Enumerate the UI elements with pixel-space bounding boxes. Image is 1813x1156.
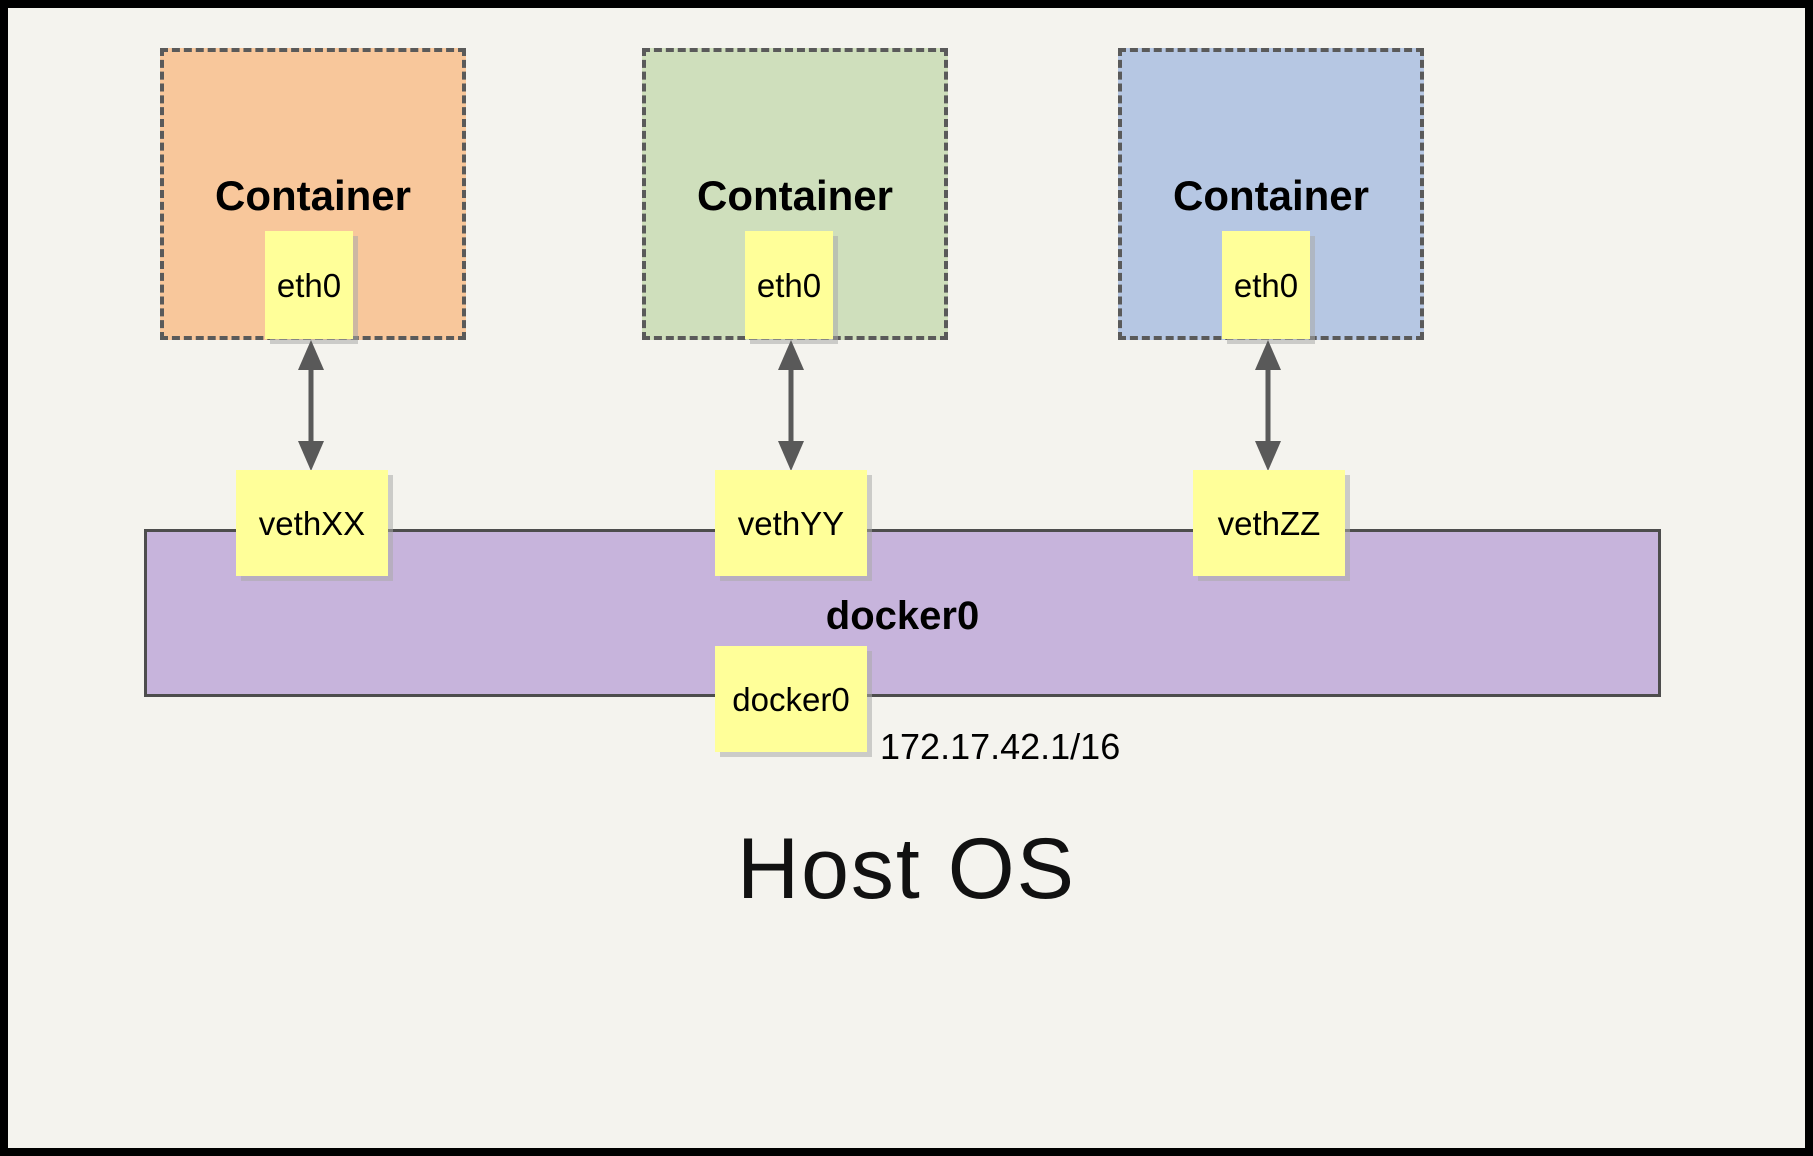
container-title-1: Container <box>214 172 411 219</box>
veth-box-2[interactable]: vethYY <box>715 470 867 576</box>
container-title-3: Container <box>1172 172 1369 219</box>
veth-box-3[interactable]: vethZZ <box>1193 470 1345 576</box>
diagram-canvas: docker0 Container Container Container et… <box>8 8 1805 1148</box>
veth-link-arrow-3 <box>1255 340 1281 471</box>
eth0-box-3[interactable]: eth0 <box>1222 231 1310 339</box>
docker0-interface-box[interactable]: docker0 <box>715 646 867 752</box>
veth-box-1[interactable]: vethXX <box>236 470 388 576</box>
eth0-box-1[interactable]: eth0 <box>265 231 353 339</box>
bridge-ip-label: 172.17.42.1/16 <box>880 726 1121 767</box>
container-title-2: Container <box>696 172 893 219</box>
host-os-label: Host OS <box>737 821 1076 917</box>
eth0-box-2[interactable]: eth0 <box>745 231 833 339</box>
veth-link-arrow-1 <box>298 340 324 471</box>
docker0-bridge-bar <box>144 529 1661 697</box>
veth-link-arrow-2 <box>778 340 804 471</box>
docker0-bridge-label: docker0 <box>825 594 980 638</box>
